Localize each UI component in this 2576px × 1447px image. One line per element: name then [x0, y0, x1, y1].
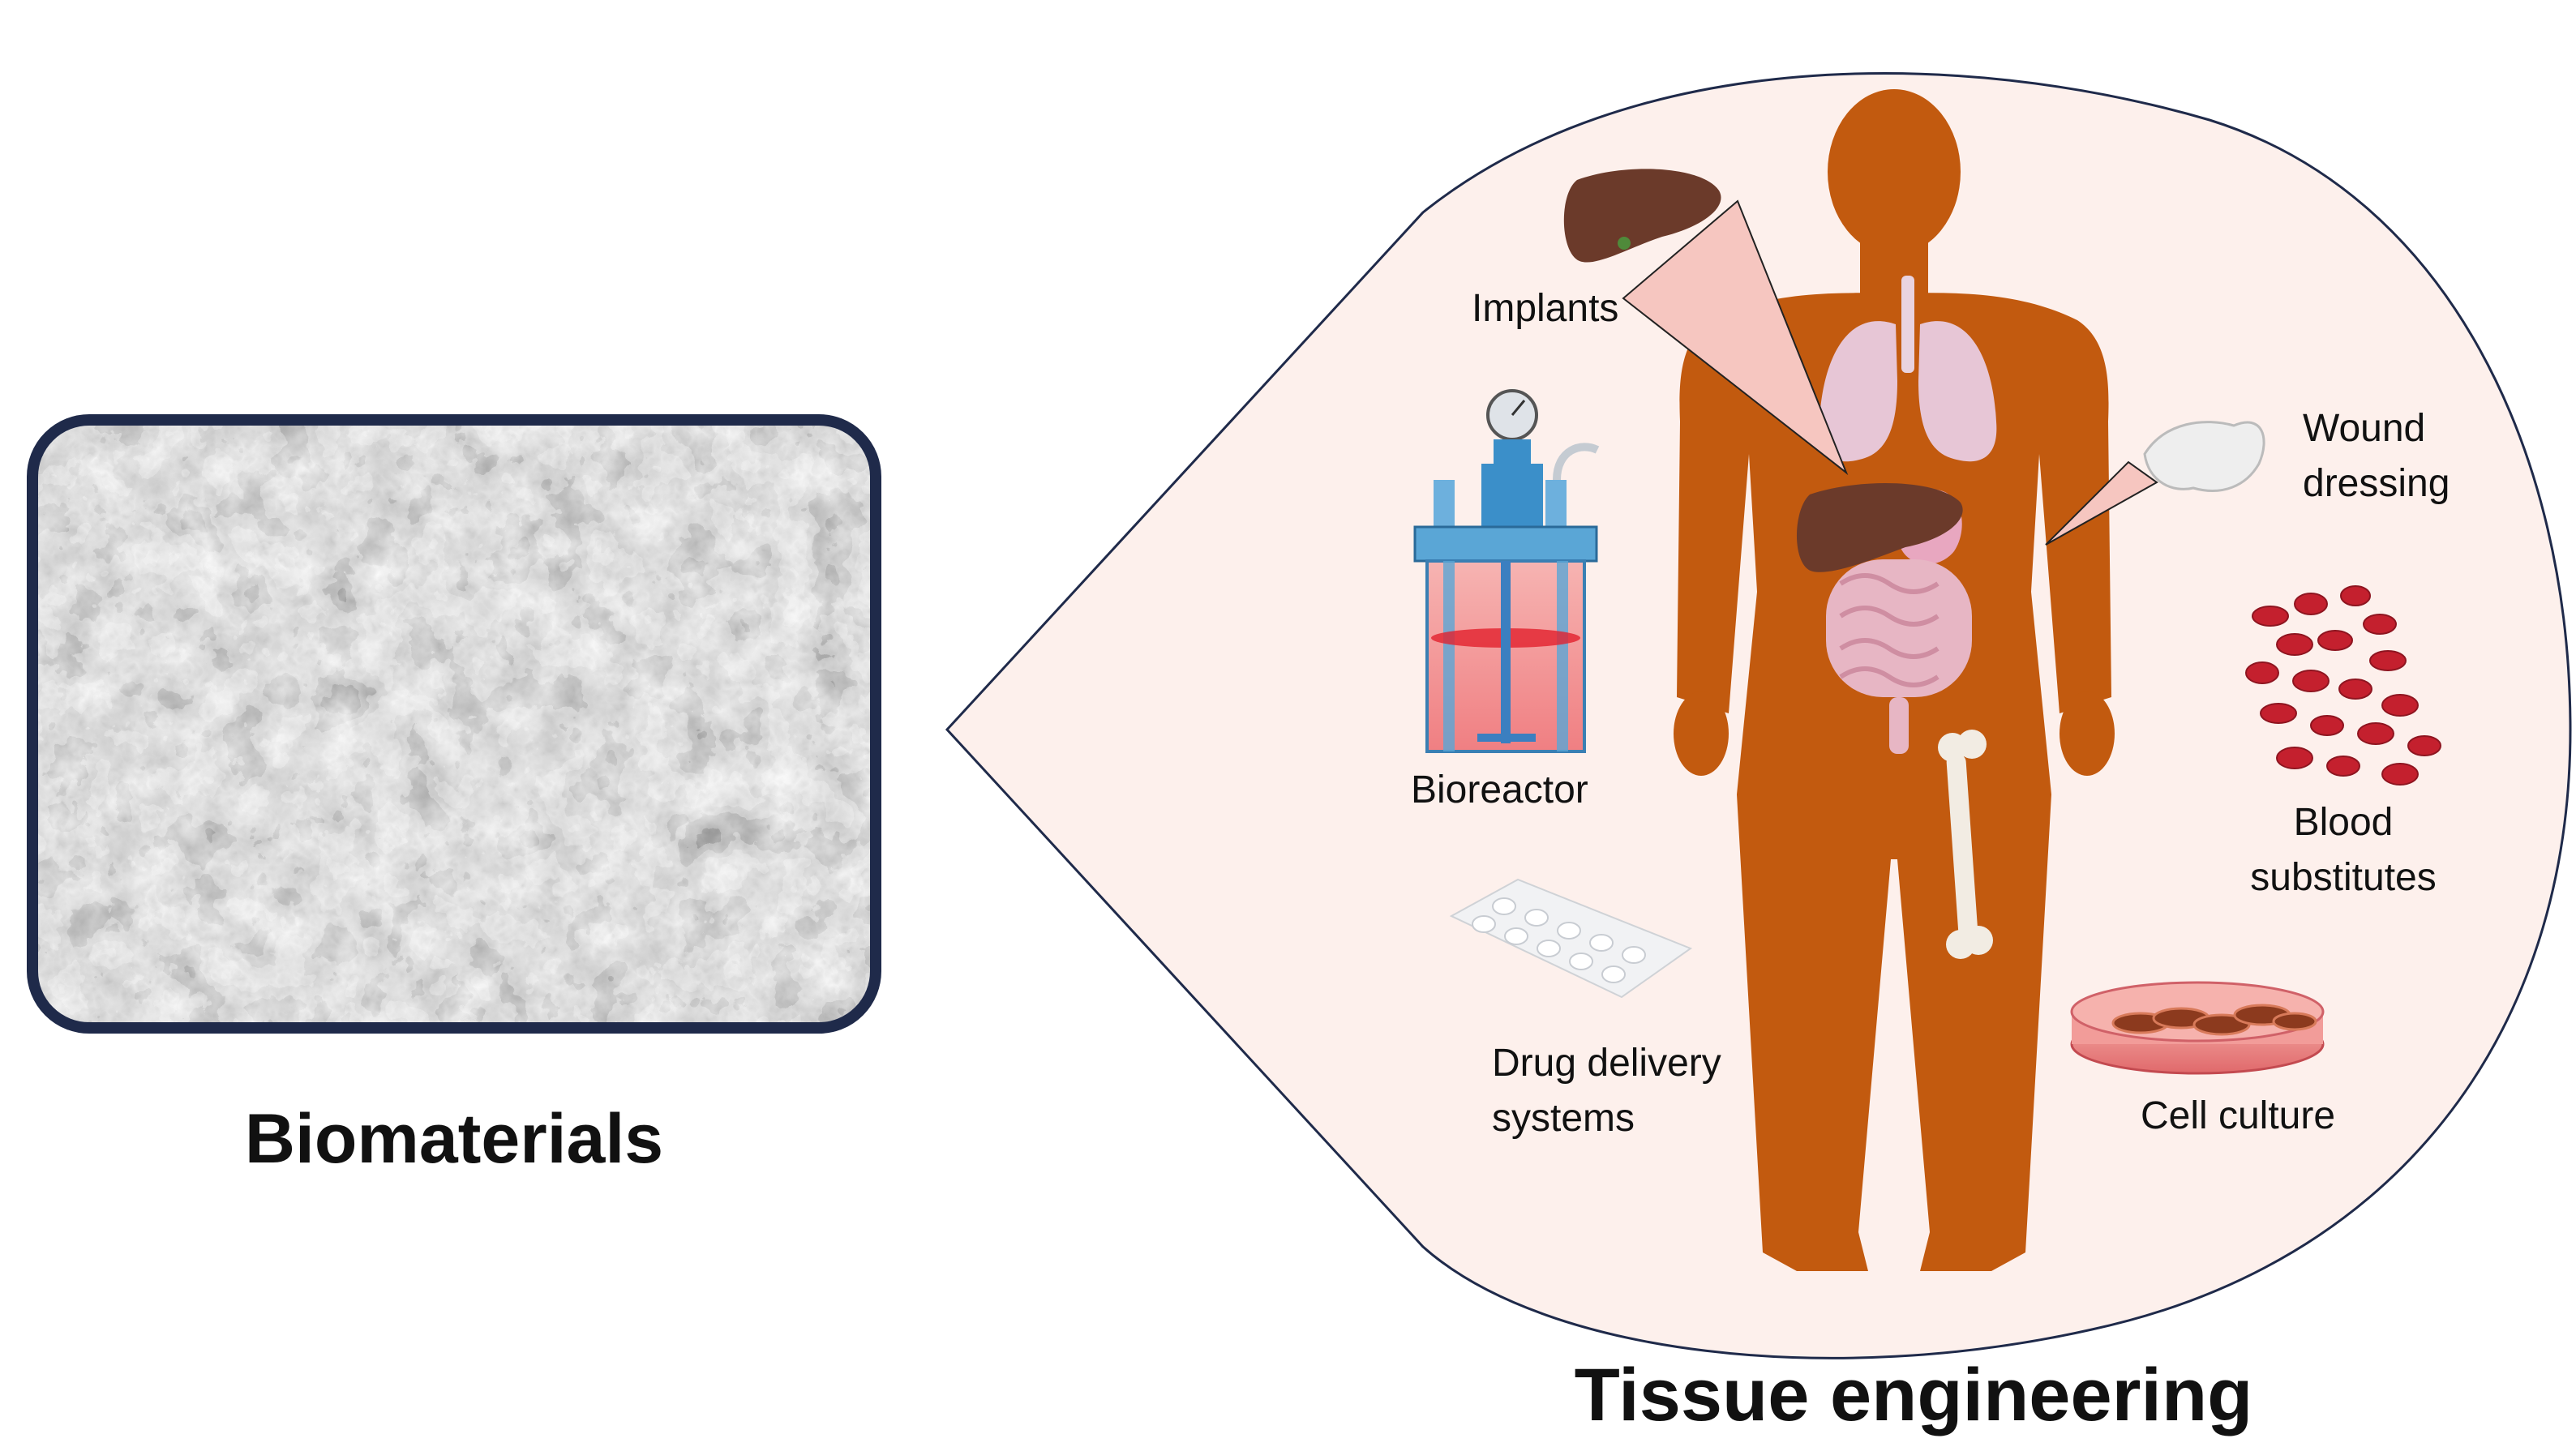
label-drug-line2: systems: [1492, 1097, 1635, 1140]
label-cell-culture: Cell culture: [2141, 1094, 2335, 1137]
lungs-icon: [1819, 276, 1997, 462]
blister-pack-icon: [1449, 878, 1693, 999]
body-liver-icon: [1796, 483, 1963, 572]
biomaterials-title: Biomaterials: [245, 1100, 663, 1178]
label-blood-line1: Blood: [2294, 801, 2394, 844]
tissue-engineering-title: Tissue engineering: [1575, 1354, 2253, 1436]
wound-dressing-icon: [2143, 421, 2265, 492]
label-bioreactor: Bioreactor: [1411, 768, 1588, 811]
sem-micrograph: [32, 420, 876, 1028]
label-implants: Implants: [1472, 287, 1618, 330]
label-wound-line1: Wound: [2303, 407, 2425, 450]
bone-icon: [1938, 730, 1993, 959]
petri-dish-icon: [2070, 981, 2325, 1075]
intestine-icon: [1826, 559, 1972, 754]
label-blood-line2: substitutes: [2250, 856, 2436, 899]
label-wound-line2: dressing: [2303, 462, 2450, 505]
tissue-engineering-panel: Implants Bioreactor Wound dressing Blood…: [945, 72, 2572, 1436]
human-body-icon: [1674, 89, 2115, 1271]
bioreactor-icon: [1413, 389, 1600, 753]
blood-cells-icon: [2245, 585, 2441, 786]
biomaterials-panel: Biomaterials: [27, 414, 881, 1178]
label-drug-line1: Drug delivery: [1492, 1042, 1721, 1085]
gallbladder-icon: [1618, 237, 1631, 250]
wound-pointer: [2045, 460, 2158, 546]
implants-pointer: [1622, 199, 1849, 476]
implant-liver-icon: [1563, 169, 1721, 263]
micrograph-frame: [27, 414, 881, 1034]
